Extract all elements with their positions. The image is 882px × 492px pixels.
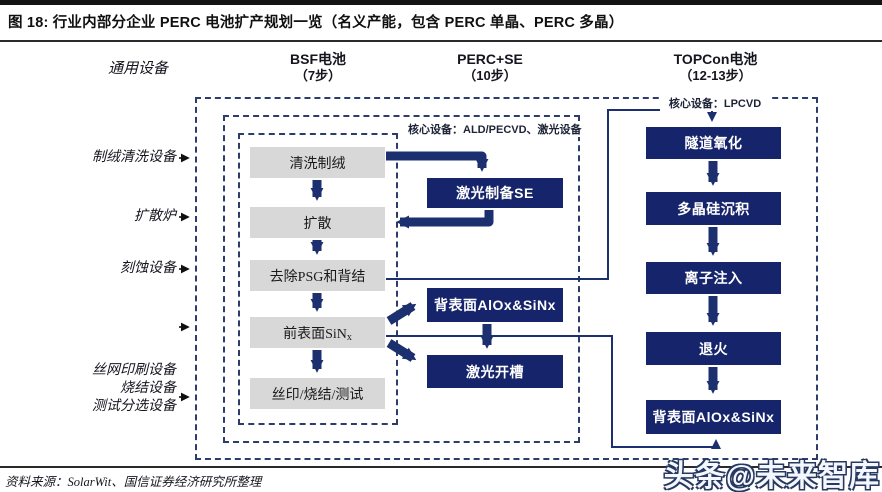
perc-se-header-name: PERC+SE bbox=[457, 51, 523, 67]
step-box-diffusion: 扩散 bbox=[250, 207, 385, 238]
topcon-header-steps: （12-13步） bbox=[679, 68, 752, 83]
step-box-tunnel-oxidation: 隧道氧化 bbox=[646, 127, 781, 159]
equipment-label-printing-group: 丝网印刷设备 烧结设备 测试分选设备 bbox=[36, 362, 176, 416]
watermark: 头条@未来智库 bbox=[663, 460, 880, 492]
step-box-ion-implantation: 离子注入 bbox=[646, 262, 781, 294]
top-bar bbox=[0, 0, 882, 5]
equipment-label-screen-printing: 丝网印刷设备 bbox=[92, 363, 176, 378]
step-box-cleaning-texturing: 清洗制绒 bbox=[250, 147, 385, 178]
step-box-laser-se: 激光制备SE bbox=[427, 178, 563, 208]
figure-title: 图 18: 行业内部分企业 PERC 电池扩产规划一览（名义产能，包含 PERC… bbox=[8, 15, 624, 31]
column-header-bsf: BSF电池 （7步） bbox=[238, 51, 398, 83]
perc-core-equipment-label: 核心设备：ALD/PECVD、激光设备 bbox=[404, 121, 582, 137]
equipment-pointer-arrows bbox=[179, 153, 190, 402]
step-box-rear-alox-sinx-perc: 背表面AlOx&SiNx bbox=[427, 288, 563, 322]
topcon-header-name: TOPCon电池 bbox=[673, 51, 758, 67]
column-header-perc-se: PERC+SE （10步） bbox=[410, 51, 570, 83]
equipment-label-texturing-cleaning: 制绒清洗设备 bbox=[92, 150, 176, 165]
bsf-header-name: BSF电池 bbox=[290, 51, 346, 67]
step-box-polysilicon-deposition: 多晶硅沉积 bbox=[646, 192, 781, 225]
front-sinx-subscript: x bbox=[346, 332, 352, 343]
perc-se-header-steps: （10步） bbox=[463, 68, 517, 83]
column-header-generic-equipment: 通用设备 bbox=[107, 61, 168, 77]
step-box-annealing: 退火 bbox=[646, 332, 781, 365]
equipment-label-sintering: 烧结设备 bbox=[120, 381, 176, 396]
title-divider bbox=[0, 40, 882, 42]
front-sinx-text: 前表面SiN bbox=[283, 326, 347, 342]
step-box-rear-alox-sinx-topcon: 背表面AlOx&SiNx bbox=[646, 400, 781, 434]
equipment-label-etching: 刻蚀设备 bbox=[120, 261, 176, 276]
source-note: 资料来源：SolarWit、国信证券经济研究所整理 bbox=[5, 475, 262, 489]
equipment-label-diffusion-furnace: 扩散炉 bbox=[134, 209, 176, 224]
footer-divider bbox=[0, 466, 882, 468]
topcon-process-frame bbox=[195, 97, 818, 460]
bsf-header-steps: （7步） bbox=[294, 68, 342, 83]
column-header-topcon: TOPCon电池 （12-13步） bbox=[633, 51, 798, 83]
equipment-label-test-sorting: 测试分选设备 bbox=[92, 399, 176, 414]
topcon-core-equipment-label: 核心设备：LPCVD bbox=[660, 95, 770, 111]
step-box-remove-psg: 去除PSG和背结 bbox=[250, 260, 385, 291]
step-box-print-sinter-test: 丝印/烧结/测试 bbox=[250, 378, 385, 409]
step-box-laser-grooving: 激光开槽 bbox=[427, 355, 563, 388]
